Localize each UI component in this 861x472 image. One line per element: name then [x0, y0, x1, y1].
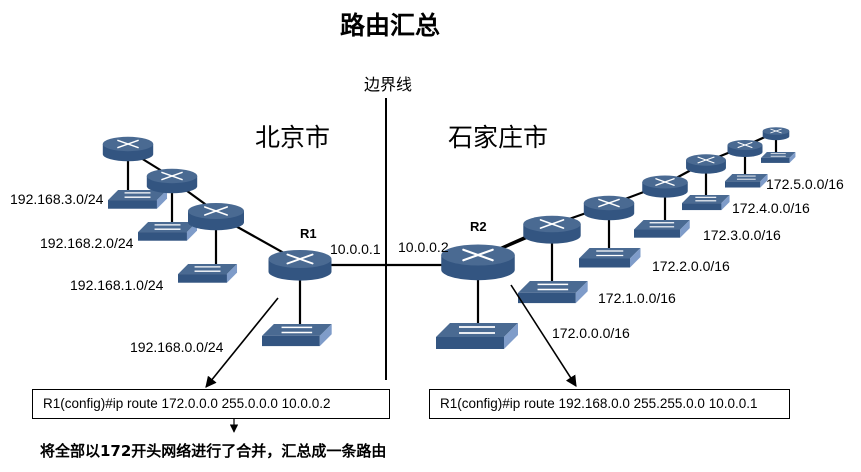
router-icon — [523, 215, 581, 244]
router-label-r1: R1 — [300, 226, 317, 241]
network-label: 192.168.0.0/24 — [130, 339, 224, 355]
router-icon — [188, 203, 244, 231]
network-label: 172.1.0.0/16 — [598, 290, 676, 306]
switch-icon — [262, 324, 332, 347]
router-icon — [102, 136, 154, 162]
network-label: 172.2.0.0/16 — [652, 258, 730, 274]
router-icon — [762, 127, 790, 141]
switch-icon — [178, 264, 238, 283]
switch-icon — [579, 248, 641, 268]
diagram-title: 路由汇总 — [340, 11, 440, 40]
switch-icon — [108, 190, 168, 209]
r1-interface-ip: 10.0.0.1 — [330, 241, 381, 257]
network-label: 192.168.1.0/24 — [70, 277, 164, 293]
arrow-r2-to-right-command — [510, 284, 577, 387]
network-label: 172.0.0.0/16 — [552, 325, 630, 341]
switch-icon — [761, 152, 796, 163]
summary-note: 将全部以172开头网络进行了合并，汇总成一条路由 — [40, 442, 387, 460]
router-icon — [642, 175, 688, 198]
right-command-text: R1(config)#ip route 192.168.0.0 255.255.… — [440, 396, 758, 411]
router-icon — [146, 168, 198, 194]
router-icon — [686, 154, 726, 174]
router-icon — [583, 195, 635, 221]
left-command-text: R1(config)#ip route 172.0.0.0 255.0.0.0 … — [43, 396, 331, 411]
network-label: 172.3.0.0/16 — [703, 227, 781, 243]
region-label-beijing: 北京市 — [255, 123, 330, 152]
switch-icon — [634, 220, 690, 238]
border-line-label: 边界线 — [364, 75, 412, 94]
router-icon — [727, 140, 763, 157]
router-label-r2: R2 — [470, 219, 487, 234]
switch-icon — [518, 281, 588, 304]
right-command-box: R1(config)#ip route 192.168.0.0 255.255.… — [429, 389, 790, 419]
switch-icon — [682, 195, 730, 211]
network-label: 172.5.0.0/16 — [766, 176, 844, 192]
router-icon-r1 — [268, 250, 332, 281]
network-label: 192.168.3.0/24 — [10, 191, 104, 207]
arrow-r1-to-left-command — [205, 297, 279, 388]
r2-interface-ip: 10.0.0.2 — [398, 239, 449, 255]
router-icon-r2 — [441, 244, 515, 281]
switch-icon — [138, 222, 198, 241]
switch-icon — [436, 323, 518, 349]
network-label: 172.4.0.0/16 — [732, 200, 810, 216]
region-label-shijiazhuang: 石家庄市 — [448, 123, 548, 152]
devices-layer — [102, 127, 796, 349]
switch-icon — [725, 174, 768, 188]
network-label: 192.168.2.0/24 — [40, 235, 134, 251]
left-command-box: R1(config)#ip route 172.0.0.0 255.0.0.0 … — [32, 389, 390, 419]
